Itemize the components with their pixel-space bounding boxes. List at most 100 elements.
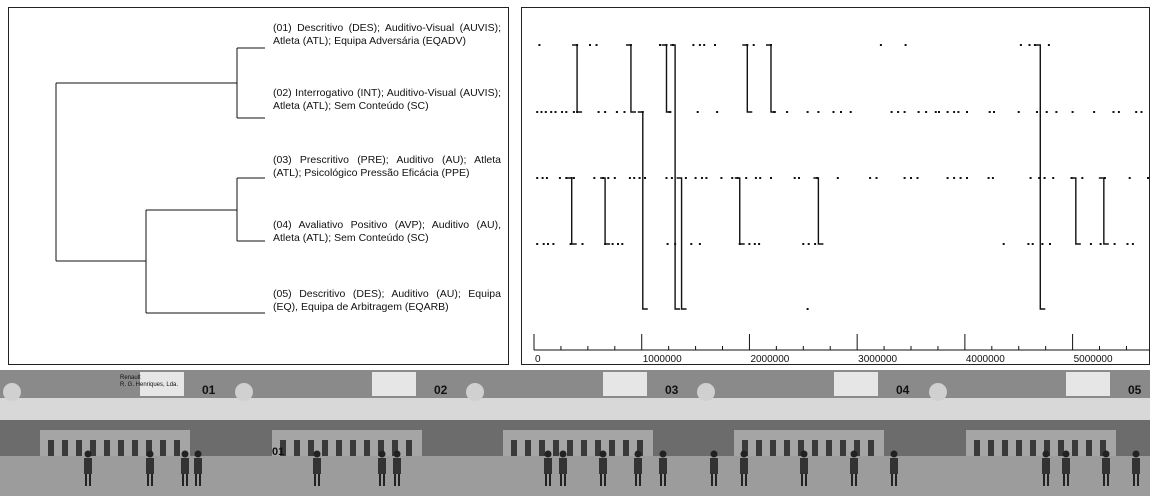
event-point-row3-0 [536,177,539,179]
event-point-row2-8 [576,111,579,113]
event-point-row3-33 [875,177,878,179]
event-point-row1-9 [698,44,701,46]
event-point-row3-38 [953,177,956,179]
event-point-row1-11 [714,44,716,46]
event-point-row3-32 [869,177,872,179]
event-point-row4-5 [581,243,584,245]
x-tick-label: 4000000 [966,354,1005,365]
event-point-row3-28 [793,177,796,179]
x-tick-label: 1000000 [643,354,682,365]
frame-number-label: 01 [202,383,216,397]
event-point-row4-23 [1031,243,1034,245]
event-point-row4-1 [542,243,545,245]
event-point-row2-7 [572,111,575,113]
event-point-row4-28 [1113,243,1116,245]
event-point-row2-40 [1055,111,1058,113]
event-point-row4-16 [753,243,756,245]
event-point-row3-19 [701,177,703,179]
event-point-row1-0 [538,44,541,46]
event-point-row2-27 [917,111,920,113]
event-point-row3-1 [541,177,544,179]
pattern-link-10 [1098,177,1109,245]
frame-number-label: 05 [1128,383,1142,397]
match-scene [926,370,1150,496]
event-point-row2-38 [1036,111,1038,113]
event-point-row3-9 [607,177,610,179]
event-point-row3-34 [903,177,906,179]
event-point-row2-15 [696,111,699,113]
event-point-row3-43 [1029,177,1032,179]
event-point-row4-21 [1002,243,1005,245]
pattern-link-5 [566,177,577,245]
event-point-row3-35 [910,177,912,179]
event-point-row2-22 [840,111,842,113]
event-point-row2-44 [1117,111,1120,113]
pattern-link-13 [676,177,687,310]
event-point-row4-2 [547,243,549,245]
event-point-row2-3 [550,111,553,113]
cluster-label-03: (03) Prescritivo (PRE); Auditivo (AU); A… [273,154,501,179]
pattern-link-7 [734,177,745,245]
x-tick-label: 5000000 [1074,354,1113,365]
cluster-label-01: (01) Descritivo (DES); Auditivo-Visual (… [273,22,501,47]
pattern-link-6 [600,177,611,245]
event-point-row3-7 [593,177,596,179]
event-point-row2-12 [623,111,626,113]
event-point-row2-11 [615,111,618,113]
pattern-link-1 [625,44,636,113]
event-point-row3-51 [1147,177,1149,179]
event-point-row3-39 [959,177,962,179]
event-point-row4-4 [569,243,572,245]
event-point-row4-20 [814,243,817,245]
frame-number-label: 04 [896,383,910,397]
event-point-row3-23 [736,177,739,179]
event-point-row2-31 [946,111,949,113]
event-point-row2-28 [925,111,928,113]
event-point-row4-0 [536,243,539,245]
event-point-row3-37 [946,177,949,179]
event-point-row4-7 [611,243,614,245]
event-point-row1-17 [1019,44,1022,46]
event-point-row2-36 [993,111,995,113]
cluster-label-05: (05) Descritivo (DES); Auditivo (AU); Eq… [273,288,501,313]
x-tick-label: 0 [535,354,541,365]
pattern-link-3 [742,44,753,113]
event-point-row1-4 [629,44,632,46]
event-point-row1-20 [1047,44,1050,46]
event-point-row4-12 [690,243,693,245]
event-point-row2-4 [554,111,557,113]
event-point-row2-16 [716,111,719,113]
event-point-row1-13 [752,44,755,46]
pattern-link-0 [572,44,583,113]
event-point-row4-19 [807,243,810,245]
event-point-row1-10 [703,44,706,46]
event-point-row4-6 [604,243,607,245]
pattern-link-14 [1035,44,1046,310]
event-point-row4-18 [802,243,805,245]
event-point-row2-30 [938,111,940,113]
event-point-row3-11 [628,177,631,179]
event-point-row3-40 [966,177,968,179]
event-point-row4-10 [666,243,669,245]
match-scene [0,370,232,496]
event-point-row1-6 [665,44,668,46]
event-point-row3-26 [759,177,762,179]
event-point-row3-17 [684,177,687,179]
event-point-row3-5 [570,177,573,179]
event-point-row2-21 [832,111,835,113]
photo-frame-05: 05 [926,370,1150,496]
match-scene [232,370,464,496]
event-point-row2-33 [957,111,960,113]
event-point-row3-15 [665,177,668,179]
event-point-row3-3 [558,177,561,179]
x-tick-label: 3000000 [858,354,897,365]
event-point-row2-9 [597,111,600,113]
event-point-row1-18 [1028,44,1031,46]
event-point-row3-20 [705,177,708,179]
event-point-row3-25 [754,177,757,179]
